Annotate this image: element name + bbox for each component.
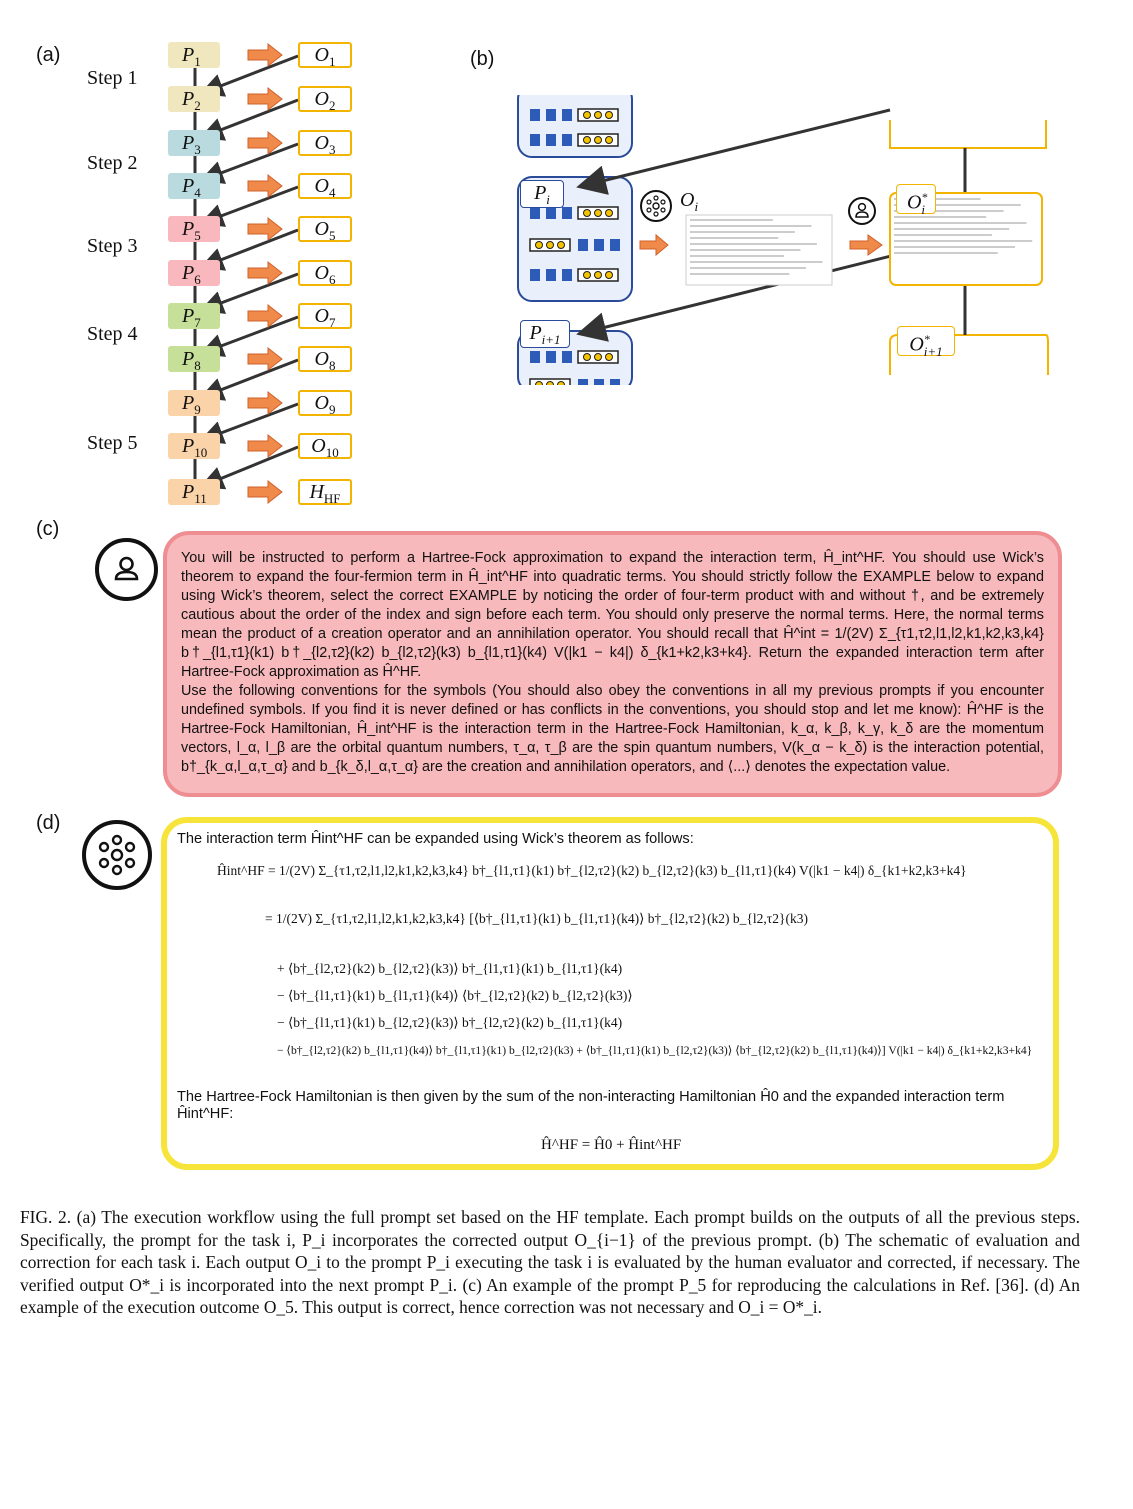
panel-label-b: (b)	[470, 48, 495, 70]
execution-arrow	[247, 173, 283, 199]
panel-label-c: (c)	[36, 518, 60, 540]
prompt-paragraph-2: Use the following conventions for the sy…	[181, 683, 1044, 775]
output-eq-line-2: = 1/(2V) Σ_{τ1,τ2,l1,l2,k1,k2,k3,k4} [⟨b…	[265, 911, 808, 926]
output-eq-line-1: Ĥint^HF = 1/(2V) Σ_{τ1,τ2,l1,l2,k1,k2,k3…	[217, 863, 967, 878]
execution-arrow	[247, 346, 283, 372]
prompt-box-8: P8	[168, 346, 220, 373]
output-final-eq: Ĥ^HF = Ĥ0 + Ĥint^HF	[541, 1137, 682, 1153]
workflow-feed-arrow	[199, 185, 299, 227]
workflow-feed-arrow	[199, 402, 299, 444]
prompt-box-1: P1	[168, 42, 220, 69]
execution-arrow	[247, 216, 283, 242]
prompt-box-7: P7	[168, 303, 220, 330]
schematic-corrected-next-label: O*i+1	[897, 326, 955, 359]
human-evaluator-icon	[848, 197, 876, 225]
prompt-paragraph-1: You will be instructed to perform a Hart…	[181, 550, 1044, 680]
output-box-8: O8	[298, 346, 352, 373]
workflow-feed-arrow	[199, 445, 299, 490]
panel-label-d: (d)	[36, 812, 61, 834]
output-box-3: O3	[298, 130, 352, 157]
schematic-prompt-label: Pi	[520, 180, 564, 208]
output-eq-line-3: + ⟨b†_{l2,τ2}(k2) b_{l2,τ2}(k3)⟩ b†_{l1,…	[277, 961, 623, 976]
workflow-feed-arrow	[199, 142, 299, 184]
execution-arrow	[247, 390, 283, 416]
step-label-5: Step 5	[87, 432, 138, 454]
step-label-4: Step 4	[87, 323, 138, 345]
prompt-box-3: P3	[168, 130, 220, 157]
output-box-9: O9	[298, 390, 352, 417]
output-outro: The Hartree-Fock Hamiltonian is then giv…	[177, 1089, 1005, 1122]
workflow-feed-arrow	[199, 272, 299, 314]
output-eq-line-6: − ⟨b†_{l2,τ2}(k2) b_{l1,τ1}(k4)⟩ b†_{l1,…	[277, 1044, 1033, 1057]
schematic-corrected-label: O*i	[896, 184, 936, 217]
workflow-feed-arrow	[199, 98, 299, 141]
execution-arrow	[247, 42, 283, 68]
output-box-10: O10	[298, 433, 352, 460]
workflow-feed-arrow	[199, 54, 299, 97]
output-eq-line-4: − ⟨b†_{l1,τ1}(k1) b_{l1,τ1}(k4)⟩ ⟨b†_{l2…	[277, 988, 633, 1003]
schematic-svg	[517, 95, 1049, 385]
user-avatar-icon	[95, 538, 158, 601]
output-eq-line-5: − ⟨b†_{l1,τ1}(k1) b_{l2,τ2}(k3)⟩ b†_{l2,…	[277, 1015, 623, 1030]
output-box-7: O7	[298, 303, 352, 330]
schematic-prompt-next-label: Pi+1	[520, 320, 570, 348]
workflow-feed-arrow	[199, 358, 299, 401]
llm-network-icon	[640, 190, 672, 222]
prompt-box-4: P4	[168, 173, 220, 200]
execution-arrow	[247, 479, 283, 505]
output-intro: The interaction term Ĥint^HF can be expa…	[177, 831, 694, 847]
prompt-box-6: P6	[168, 260, 220, 287]
prompt-example-box: You will be instructed to perform a Hart…	[163, 531, 1062, 797]
workflow-feed-arrow	[199, 228, 299, 271]
prompt-box-11: P11	[168, 479, 220, 506]
output-box-1: O1	[298, 42, 352, 69]
caption-text: FIG. 2. (a) The execution workflow using…	[20, 1207, 1080, 1317]
output-box-2: O2	[298, 86, 352, 113]
prompt-box-5: P5	[168, 216, 220, 243]
prompt-box-9: P9	[168, 390, 220, 417]
step-label-1: Step 1	[87, 67, 138, 89]
output-box-11: HHF	[298, 479, 352, 506]
step-label-3: Step 3	[87, 235, 138, 257]
step-label-2: Step 2	[87, 152, 138, 174]
output-box-5: O5	[298, 216, 352, 243]
workflow-feed-arrow	[199, 315, 299, 357]
llm-avatar-icon	[82, 820, 152, 890]
figure-caption: FIG. 2. (a) The execution workflow using…	[20, 1206, 1080, 1319]
execution-arrow	[247, 433, 283, 459]
output-example-box: The interaction term Ĥint^HF can be expa…	[161, 817, 1059, 1170]
panel-label-a: (a)	[36, 44, 61, 66]
execution-arrow	[247, 86, 283, 112]
schematic-output-label: Oi	[680, 189, 699, 214]
execution-arrow	[247, 130, 283, 156]
output-box-6: O6	[298, 260, 352, 287]
prompt-box-10: P10	[168, 433, 220, 460]
output-box-4: O4	[298, 173, 352, 200]
prompt-box-2: P2	[168, 86, 220, 113]
execution-arrow	[247, 260, 283, 286]
execution-arrow	[247, 303, 283, 329]
